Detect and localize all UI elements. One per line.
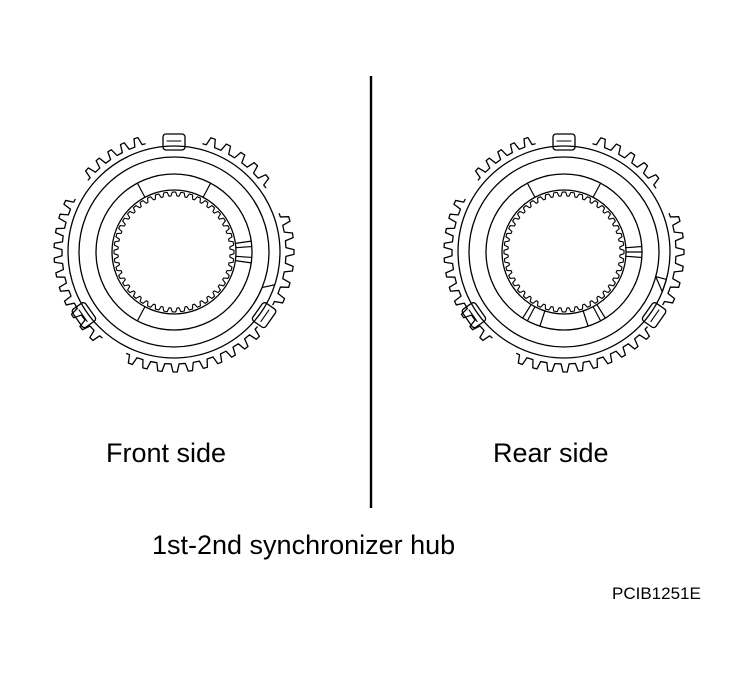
diagram-title: 1st-2nd synchronizer hub — [152, 530, 456, 560]
boss-rib — [137, 307, 145, 321]
rear-side-label: Rear side — [493, 438, 609, 468]
front-side-hub-drawing — [54, 134, 294, 372]
index-mark — [656, 277, 667, 292]
gear-teeth-segment — [663, 214, 684, 305]
hub-boss-inner — [112, 190, 236, 314]
boss-rib — [626, 247, 642, 248]
boss-rib — [597, 305, 605, 319]
boss-rib — [593, 183, 601, 197]
boss-rib — [527, 183, 535, 197]
index-mark — [262, 285, 275, 288]
gear-teeth-segment — [444, 199, 492, 340]
hub-rim — [458, 146, 670, 358]
gear-teeth-segment — [273, 214, 294, 305]
boss-rib — [235, 261, 251, 263]
hub-boss-outer — [96, 174, 252, 330]
gear-teeth-segment — [86, 138, 145, 180]
key-slot-lower-right — [641, 301, 667, 328]
boss-rib — [235, 241, 251, 243]
front-side-label: Front side — [106, 438, 227, 468]
boss-rib — [203, 183, 211, 197]
hub-outer-ring — [469, 157, 659, 347]
hub-rim — [68, 146, 280, 358]
gear-teeth-segment — [593, 138, 659, 188]
boss-rib — [236, 247, 252, 248]
boss-rib — [236, 256, 252, 257]
boss-rib — [527, 307, 535, 321]
boss-rib — [626, 256, 642, 257]
boss-rib — [540, 311, 545, 326]
boss-rib — [593, 307, 601, 321]
gear-teeth-segment — [476, 138, 535, 180]
inner-spline — [504, 192, 624, 312]
gear-teeth-segment — [127, 327, 260, 372]
rear-side-hub-drawing — [444, 134, 684, 372]
key-slot-top — [163, 134, 185, 150]
key-slot-lower-right — [251, 301, 277, 328]
hub-boss-outer — [486, 174, 642, 330]
key-slot-lower-left — [71, 301, 97, 328]
boss-rib — [523, 305, 531, 319]
gear-teeth-segment — [54, 199, 102, 340]
hub-boss-inner — [502, 190, 626, 314]
key-slot-lower-left — [461, 301, 487, 328]
gear-teeth-segment — [517, 327, 650, 372]
gear-teeth-segment — [203, 138, 269, 188]
inner-spline — [114, 192, 234, 312]
boss-rib — [583, 311, 588, 326]
figure-code: PCIB1251E — [612, 584, 701, 603]
hub-outer-ring — [79, 157, 269, 347]
boss-rib — [137, 183, 145, 197]
key-slot-top — [553, 134, 575, 150]
